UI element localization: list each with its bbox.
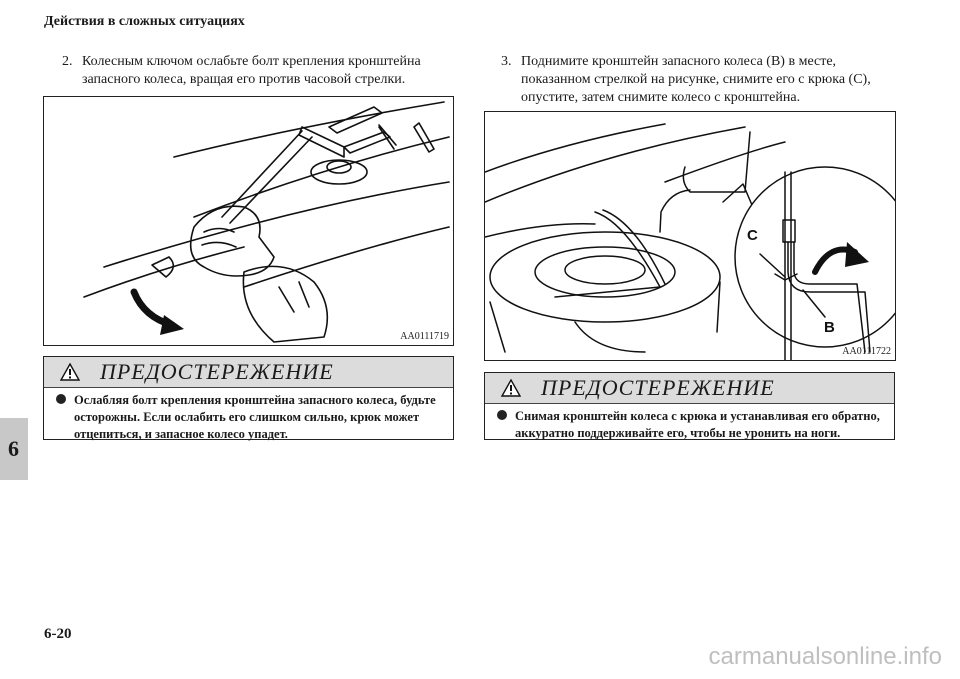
warning-body: Снимая кронштейн колеса с крюка и устана… (485, 404, 894, 442)
bullet-icon (497, 410, 507, 420)
warning-box: ПРЕДОСТЕРЕЖЕНИЕ Ослабляя болт крепления … (43, 356, 454, 443)
chapter-number: 6 (8, 436, 19, 461)
figure-remove-bracket: C B AA0111722 (484, 111, 896, 361)
warning-title: ПРЕДОСТЕРЕЖЕНИЕ (100, 359, 334, 384)
figure-code: AA0111722 (842, 346, 891, 357)
warning-title: ПРЕДОСТЕРЕЖЕНИЕ (541, 375, 775, 400)
watermark: carmanualsonline.info (708, 643, 942, 670)
loosen-bolt-illustration (83, 101, 450, 343)
label-b: B (824, 319, 835, 336)
figure-loosen-bolt: AA0111719 (43, 96, 454, 346)
remove-bracket-illustration: C B (485, 123, 895, 360)
warning-text: Снимая кронштейн колеса с крюка и устана… (515, 409, 880, 440)
warning-header: ПРЕДОСТЕРЕЖЕНИЕ (44, 357, 453, 388)
page-number: 6-20 (44, 626, 72, 642)
step-text: Поднимите кронштейн запасного колеса (B)… (521, 54, 871, 105)
warning-triangle-icon (501, 379, 521, 397)
warning-triangle-icon (60, 363, 80, 381)
section-title: Действия в сложных ситуациях (44, 14, 245, 29)
warning-header: ПРЕДОСТЕРЕЖЕНИЕ (485, 373, 894, 404)
step-number: 3. (501, 54, 512, 69)
label-c: C (747, 227, 758, 244)
warning-text: Ослабляя болт крепления кронштейна запас… (74, 393, 436, 441)
warning-body: Ослабляя болт крепления кронштейна запас… (44, 388, 453, 443)
figure-code: AA0111719 (400, 331, 449, 342)
step-2: 2. Колесным ключом ослабьте болт креплен… (62, 53, 452, 89)
bullet-icon (56, 394, 66, 404)
step-text: Колесным ключом ослабьте болт крепления … (82, 54, 421, 87)
warning-box: ПРЕДОСТЕРЕЖЕНИЕ Снимая кронштейн колеса … (484, 372, 895, 440)
step-3: 3. Поднимите кронштейн запасного колеса … (501, 53, 901, 107)
step-number: 2. (62, 54, 73, 69)
chapter-tab: 6 (0, 418, 28, 480)
